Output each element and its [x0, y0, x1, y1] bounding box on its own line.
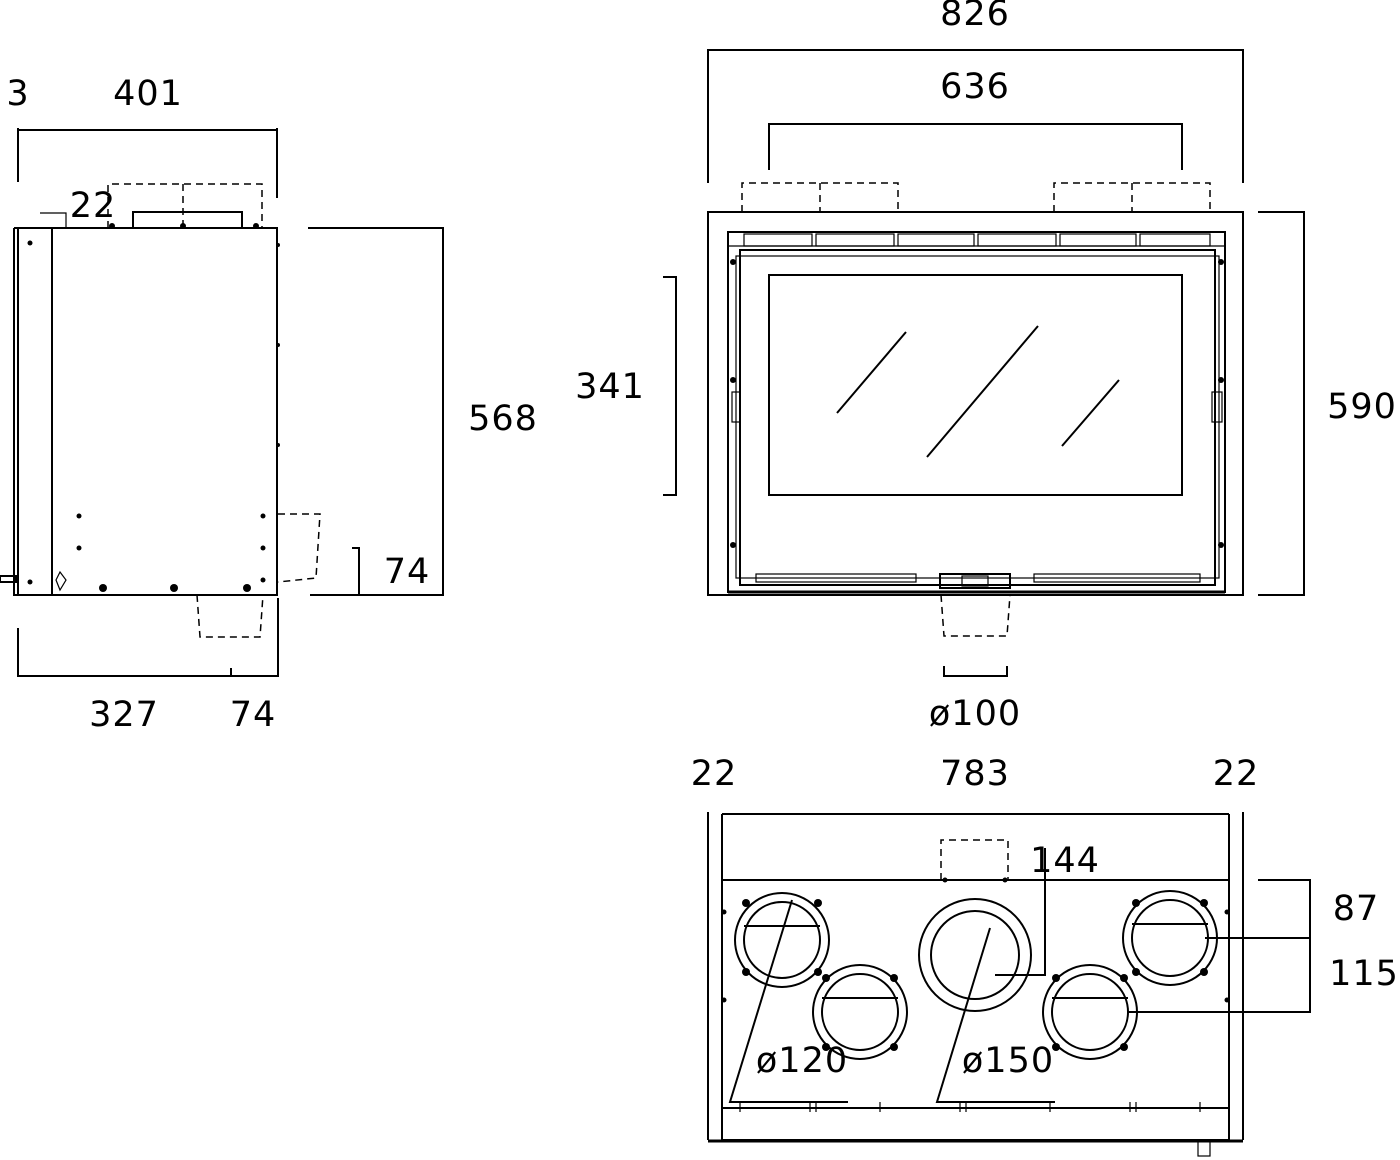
dim-glass-height: 341 — [575, 367, 645, 407]
leader-center-offset — [995, 848, 1046, 976]
handle — [0, 575, 17, 583]
outer-frame — [707, 211, 1244, 596]
dim-top-offset: 22 — [70, 186, 117, 226]
dim-rear-outlet-2: 115 — [1329, 954, 1399, 994]
dim-small-outlet: ø120 — [756, 1041, 848, 1081]
glass-height-dimension-line — [663, 276, 677, 496]
top-outlets-dashed — [741, 182, 1211, 212]
dim-main-flue: ø150 — [962, 1041, 1054, 1081]
height-dimension-line — [308, 227, 444, 596]
dim-height: 568 — [468, 399, 538, 439]
air-inlet-dashed — [940, 594, 1011, 637]
glass-window — [768, 274, 1183, 496]
top-view: 22 783 22 — [691, 754, 1399, 1157]
dim-height-total: 590 — [1327, 387, 1397, 427]
stove-body-side — [51, 227, 278, 596]
side-view: 3 401 22 568 74 327 74 — [0, 74, 538, 735]
outlet-left-bottom — [812, 964, 908, 1060]
glass-reflection-lines — [836, 325, 1120, 458]
dim-width-inner: 636 — [940, 67, 1010, 107]
dim-right-margin: 22 — [1213, 754, 1260, 794]
main-flue-outlet — [918, 898, 1032, 1012]
rear-inlet-dashed — [940, 839, 1009, 880]
dim-width-total: 826 — [940, 0, 1010, 34]
dim-width: 783 — [940, 754, 1010, 794]
height-total-dimension-line — [1258, 211, 1305, 596]
outlet-right-bottom — [1042, 964, 1138, 1060]
outlet-left-top — [734, 892, 830, 988]
leader-small-outlet — [728, 899, 848, 1103]
front-frame — [17, 227, 53, 596]
dim-left-margin: 22 — [691, 754, 738, 794]
depth-dimension-line — [17, 128, 278, 198]
dim-rear-outlet-1: 87 — [1333, 889, 1380, 929]
dim-bottom-outlet: 74 — [230, 695, 277, 735]
bottom-inlet-dashed — [196, 594, 264, 638]
outlet-right-top — [1122, 890, 1218, 986]
dim-bottom-depth: 327 — [89, 695, 159, 735]
door — [739, 249, 1216, 586]
leader-main-flue — [935, 927, 1055, 1103]
rear-outlet-dimension-lines — [1128, 879, 1311, 1013]
rear-outlet-dashed — [277, 513, 321, 583]
inner-frame — [727, 231, 1226, 593]
width-inner-dimension-line — [768, 123, 1183, 170]
top-outlet-dashed — [107, 183, 263, 228]
dim-front-offset: 3 — [6, 74, 29, 114]
dim-air-inlet: ø100 — [929, 694, 1021, 734]
width-total-dimension-line — [707, 49, 1244, 183]
bottom-dimension-line — [17, 598, 279, 677]
dim-rear-outlet-height: 74 — [384, 552, 431, 592]
dim-center-offset: 144 — [1030, 841, 1100, 881]
front-view: 826 636 341 590 ø1 — [575, 0, 1397, 734]
dim-depth-total: 401 — [113, 74, 183, 114]
air-control — [939, 573, 1011, 589]
